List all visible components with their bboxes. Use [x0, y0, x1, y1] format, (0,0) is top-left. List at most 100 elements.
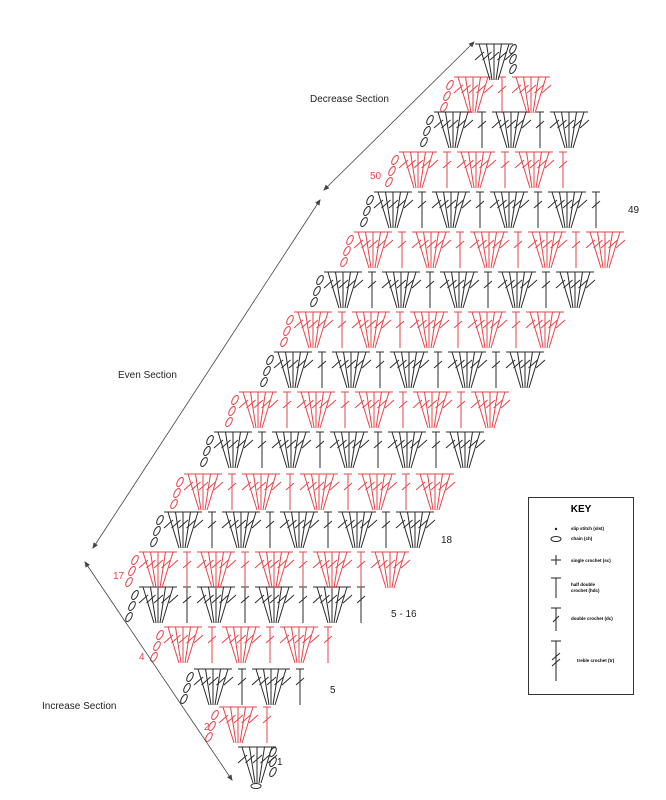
stitch-row	[200, 431, 486, 469]
fan-stitch	[254, 586, 295, 624]
double-crochet-stitch	[417, 191, 427, 228]
fan-stitch	[474, 43, 515, 81]
double-crochet-stitch	[265, 511, 275, 548]
fan-stitch	[353, 231, 394, 269]
double-crochet-stitch	[240, 586, 250, 623]
fan-stitch	[555, 271, 596, 309]
double-crochet-stitch	[475, 191, 485, 228]
fan-stitch	[497, 271, 538, 309]
stitch-row	[225, 391, 511, 429]
double-crochet-stitch	[511, 311, 521, 348]
fan-stitch	[271, 431, 312, 469]
fan-stitch	[351, 311, 392, 349]
row-label-50: 50	[370, 171, 382, 182]
double-crochet-stitch	[227, 473, 237, 510]
fan-stitch	[163, 626, 204, 664]
stitch-row	[385, 151, 568, 189]
fan-stitch	[331, 351, 372, 389]
double-crochet-stitch	[425, 271, 435, 308]
row-label-1: 1	[277, 757, 283, 768]
double-crochet-stitch	[442, 151, 452, 188]
fan-stitch	[254, 551, 295, 589]
key-title: KEY	[570, 504, 592, 515]
double-crochet-stitch	[433, 351, 443, 388]
double-crochet-stitch	[262, 706, 272, 743]
key-item-dc: double crochet (dc)	[571, 616, 613, 621]
fan-stitch	[585, 231, 626, 269]
fan-stitch	[469, 231, 510, 269]
stitch-row	[150, 511, 436, 549]
fan-stitch	[196, 551, 237, 589]
double-crochet-stitch	[323, 626, 333, 663]
double-crochet-stitch	[456, 391, 466, 428]
arrowhead	[92, 542, 98, 549]
row-label-5: 5	[330, 685, 336, 696]
double-crochet-stitch	[373, 431, 383, 468]
fan-stitch	[453, 76, 494, 114]
double-crochet-stitch	[298, 551, 308, 588]
fan-stitch	[445, 431, 486, 469]
double-crochet-stitch	[591, 191, 601, 228]
fan-stitch	[411, 231, 452, 269]
decrease-section-label: Decrease Section	[310, 94, 389, 105]
fan-stitch	[489, 191, 530, 229]
double-crochet-stitch	[285, 473, 295, 510]
double-crochet-stitch	[455, 231, 465, 268]
stitch-row	[420, 111, 590, 149]
fan-stitch	[279, 626, 320, 664]
double-crochet-stitch	[477, 111, 487, 148]
fan-stitch	[547, 191, 588, 229]
fan-stitch	[373, 191, 414, 229]
arrowhead	[468, 41, 475, 48]
increase-section-label: Increase Section	[42, 701, 117, 712]
stitch-row	[474, 43, 517, 81]
fan-stitch	[467, 311, 508, 349]
half-double-crochet-icon	[551, 577, 561, 598]
double-crochet-stitch	[497, 76, 507, 113]
fan-stitch	[221, 511, 262, 549]
row-label-18: 18	[441, 535, 453, 546]
fan-stitch	[163, 511, 204, 549]
fan-stitch	[238, 391, 279, 429]
single-crochet-icon	[551, 555, 561, 565]
row-label-4: 4	[139, 652, 145, 663]
double-crochet-stitch	[500, 151, 510, 188]
double-crochet-stitch	[282, 391, 292, 428]
key-item-sc: single crochet (sc)	[571, 558, 611, 563]
fan-stitch	[456, 151, 497, 189]
double-crochet-stitch	[483, 271, 493, 308]
section-arrow	[323, 41, 475, 191]
fan-stitch	[241, 473, 282, 511]
fan-stitch	[389, 351, 430, 389]
fan-stitch	[433, 111, 474, 149]
section-arrows	[84, 41, 475, 781]
fan-stitch	[312, 551, 353, 589]
double-crochet-stitch	[398, 391, 408, 428]
arrowhead	[323, 184, 330, 191]
double-crochet-stitch	[182, 551, 192, 588]
stitch-row	[440, 76, 552, 114]
fan-stitch	[329, 431, 370, 469]
double-crochet-stitch	[533, 191, 543, 228]
fan-stitch	[447, 351, 488, 389]
fan-stitch	[412, 391, 453, 429]
stitch-row	[205, 706, 272, 744]
row-label-2: 2	[204, 722, 210, 733]
fan-stitch	[439, 271, 480, 309]
fan-stitch	[357, 473, 398, 511]
fan-stitch	[354, 391, 395, 429]
arrowhead	[315, 199, 321, 206]
row-label-17: 17	[113, 571, 125, 582]
double-crochet-stitch	[207, 626, 217, 663]
double-crochet-stitch	[513, 231, 523, 268]
double-crochet-stitch	[381, 511, 391, 548]
stitch-row	[150, 626, 333, 664]
stitch-row	[237, 746, 278, 784]
double-crochet-stitch	[323, 511, 333, 548]
stitch-key: KEY slip stitch (slst) chain (ch) single…	[528, 497, 634, 695]
slip-stitch-icon	[554, 527, 558, 531]
fan-stitch	[193, 668, 234, 706]
fan-stitch	[196, 586, 237, 624]
